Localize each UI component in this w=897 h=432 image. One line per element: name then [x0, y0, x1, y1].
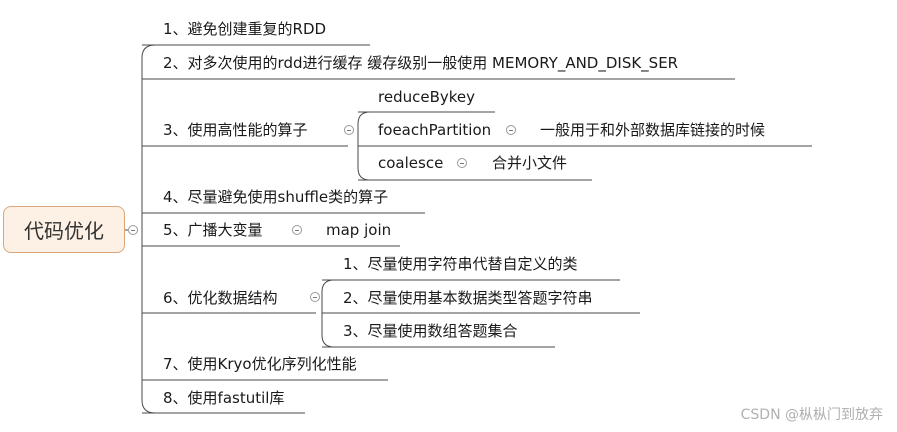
- sub-3-2-label[interactable]: foeachPartition: [378, 121, 492, 139]
- sub-3-3-note[interactable]: 合并小文件: [492, 154, 568, 172]
- collapse-icon-branch-6[interactable]: [310, 292, 320, 302]
- sub-3-2-note[interactable]: 一般用于和外部数据库链接的时候: [540, 121, 766, 139]
- collapse-icon-branch-3[interactable]: [344, 125, 354, 135]
- branch-4-label[interactable]: 4、尽量避免使用shuffle类的算子: [163, 188, 389, 206]
- branch-7-label[interactable]: 7、使用Kryo优化序列化性能: [163, 355, 357, 373]
- root-node[interactable]: 代码优化: [3, 206, 125, 253]
- sub-6-1-label[interactable]: 1、尽量使用字符串代替自定义的类: [343, 255, 578, 273]
- branch-5-note[interactable]: map join: [326, 221, 392, 239]
- collapse-icon-root[interactable]: [128, 225, 138, 235]
- branch-3-label[interactable]: 3、使用高性能的算子: [163, 121, 308, 139]
- branch-8-label[interactable]: 8、使用fastutil库: [163, 389, 285, 407]
- sub-3-1-label[interactable]: reduceBykey: [378, 88, 475, 106]
- branch-1-label[interactable]: 1、避免创建重复的RDD: [163, 20, 327, 38]
- branch-6-label[interactable]: 6、优化数据结构: [163, 289, 278, 307]
- sub-6-3-label[interactable]: 3、尽量使用数组答题集合: [343, 322, 518, 340]
- collapse-icon-branch-5[interactable]: [292, 225, 302, 235]
- collapse-icon-sub-3-2[interactable]: [506, 125, 516, 135]
- watermark: CSDN @枞枞门到放弃: [740, 407, 883, 423]
- collapse-icon-sub-3-3[interactable]: [457, 158, 467, 168]
- sub-3-3-label[interactable]: coalesce: [378, 154, 444, 172]
- branch-5-label[interactable]: 5、广播大变量: [163, 221, 263, 239]
- connector-trunk: [141, 44, 156, 414]
- branch-2-label[interactable]: 2、对多次使用的rdd进行缓存 缓存级别一般使用 MEMORY_AND_DISK…: [163, 54, 679, 72]
- sub-6-2-label[interactable]: 2、尽量使用基本数据类型答题字符串: [343, 289, 593, 307]
